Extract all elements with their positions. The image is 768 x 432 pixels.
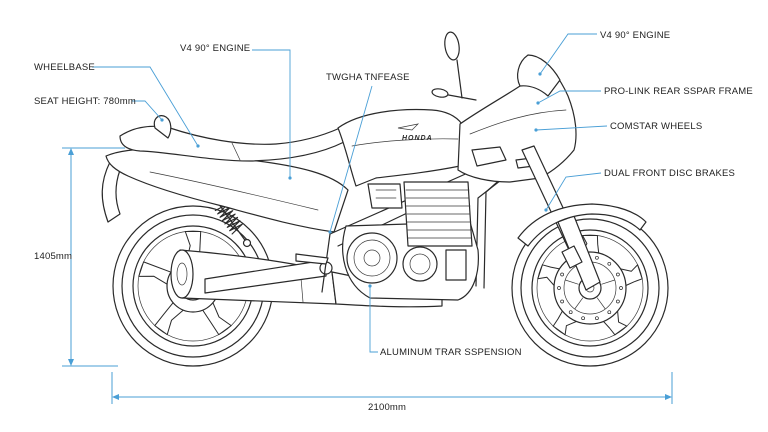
leader-brakes [545,172,602,211]
label-wheels: COMSTAR WHEELS [610,121,702,132]
annotation-leaders [92,33,608,353]
carburetor-detail [375,189,397,199]
seat-seam [231,142,241,161]
height-arrow-top [68,148,74,155]
grab-rail [153,115,172,139]
front-suspension [517,145,647,291]
label-wheelbase: WHEELBASE [34,62,95,73]
tank-logo: HONDA [402,135,433,142]
windscreen [517,54,561,97]
fairing-edge-line [469,109,567,135]
disc-hole [607,261,612,266]
label-engine-right: V4 90° ENGINE [600,30,670,41]
leader-dot [534,128,538,132]
front-wheel-spoke [620,264,643,286]
generator-cover-inner [409,253,431,275]
label-rear-frame: PRO-LINK REAR SSPAR FRAME [604,86,753,97]
fuel-tank [337,108,463,187]
disc-hole [560,272,564,277]
label-brakes: DUAL FRONT DISC BRAKES [604,168,735,179]
label-seat-height: SEAT HEIGHT: 780mm [34,96,136,107]
leader-dot [538,72,542,76]
disc-hole [619,286,623,290]
clutch-cover-center [363,249,381,267]
disc-hole [616,299,620,304]
disc-hole [568,310,573,315]
leader-dot [536,101,540,105]
disc-hole [595,255,599,260]
leader-wheels [535,125,608,131]
front-rim [531,229,649,347]
leader-dot [368,284,372,288]
frame-down-tube-2 [475,169,515,287]
annotation-labels: V4 90° ENGINE WHEELBASE SEAT HEIGHT: 780… [34,30,753,413]
leader-engine-right [539,33,597,75]
mirror-stalk [456,59,463,99]
disc-hole [595,316,599,321]
front-wheel-spoke [552,310,577,336]
rear-wheel-spoke [154,302,184,336]
rear-wheel-spoke [202,302,232,336]
tank-knee-line [351,138,459,147]
label-engine-top: V4 90° ENGINE [180,43,250,54]
engine [295,181,479,301]
rear-shock-spring [214,203,243,235]
length-arrow-left [112,394,119,400]
shock-mount-bottom [242,238,252,248]
label-length-dimension: 2100mm [368,402,406,413]
front-tire-inner [520,218,660,358]
leader-dot [328,230,332,234]
side-panel-line [149,171,319,211]
disc-hole [557,286,561,290]
mirror [444,31,460,61]
disc-carrier-arm [596,297,606,310]
disc-carrier-arm [601,279,615,285]
length-arrow-right [665,394,672,400]
disc-hole [607,310,612,315]
rear-wheel-spoke [184,231,202,261]
muffler-end-cap [170,249,194,299]
leader-suspension [369,286,378,353]
rear-fender [101,161,121,223]
leader-dot [288,176,292,180]
leader-dot [160,118,164,122]
leader-seat-height [132,100,163,121]
front-wheel-spoke [603,311,628,336]
leader-dot [544,208,548,212]
leader-rear-frame [537,90,601,104]
generator-cover [402,246,438,282]
clutch-cover-inner [353,239,391,277]
label-suspension: ALUMINUM TRAR SSPENSION [380,347,522,358]
leader-frame [329,85,373,233]
leader-wheelbase [92,66,199,147]
leader-dot [196,144,200,148]
rear-wheel-spoke [138,261,172,285]
clutch-cover [346,232,398,284]
cylinder-fins [405,189,472,239]
leader-engine-top [252,49,291,178]
height-arrow-bottom [68,359,74,366]
honda-wing [397,123,420,131]
label-frame: TWGHA TNFEASE [326,72,410,83]
bodywork: HONDA [101,108,463,233]
disc-hole [581,316,585,321]
muffler-outlet [176,262,188,286]
fairing-vent [471,146,507,167]
footpeg [295,253,329,265]
label-height-dimension: 1405mm [34,251,72,262]
carburetor [367,183,403,209]
front-brake-caliper [561,245,583,269]
disc-hole [616,272,620,277]
handlebar-grip [431,88,449,98]
disc-carrier-arm [574,297,584,310]
dimension-lines [62,147,673,404]
oil-filter [445,249,467,281]
front-fender [517,203,647,247]
front-wheel-spoke [537,264,560,286]
disc-hole [560,299,564,304]
disc-carrier-arm [565,279,579,285]
